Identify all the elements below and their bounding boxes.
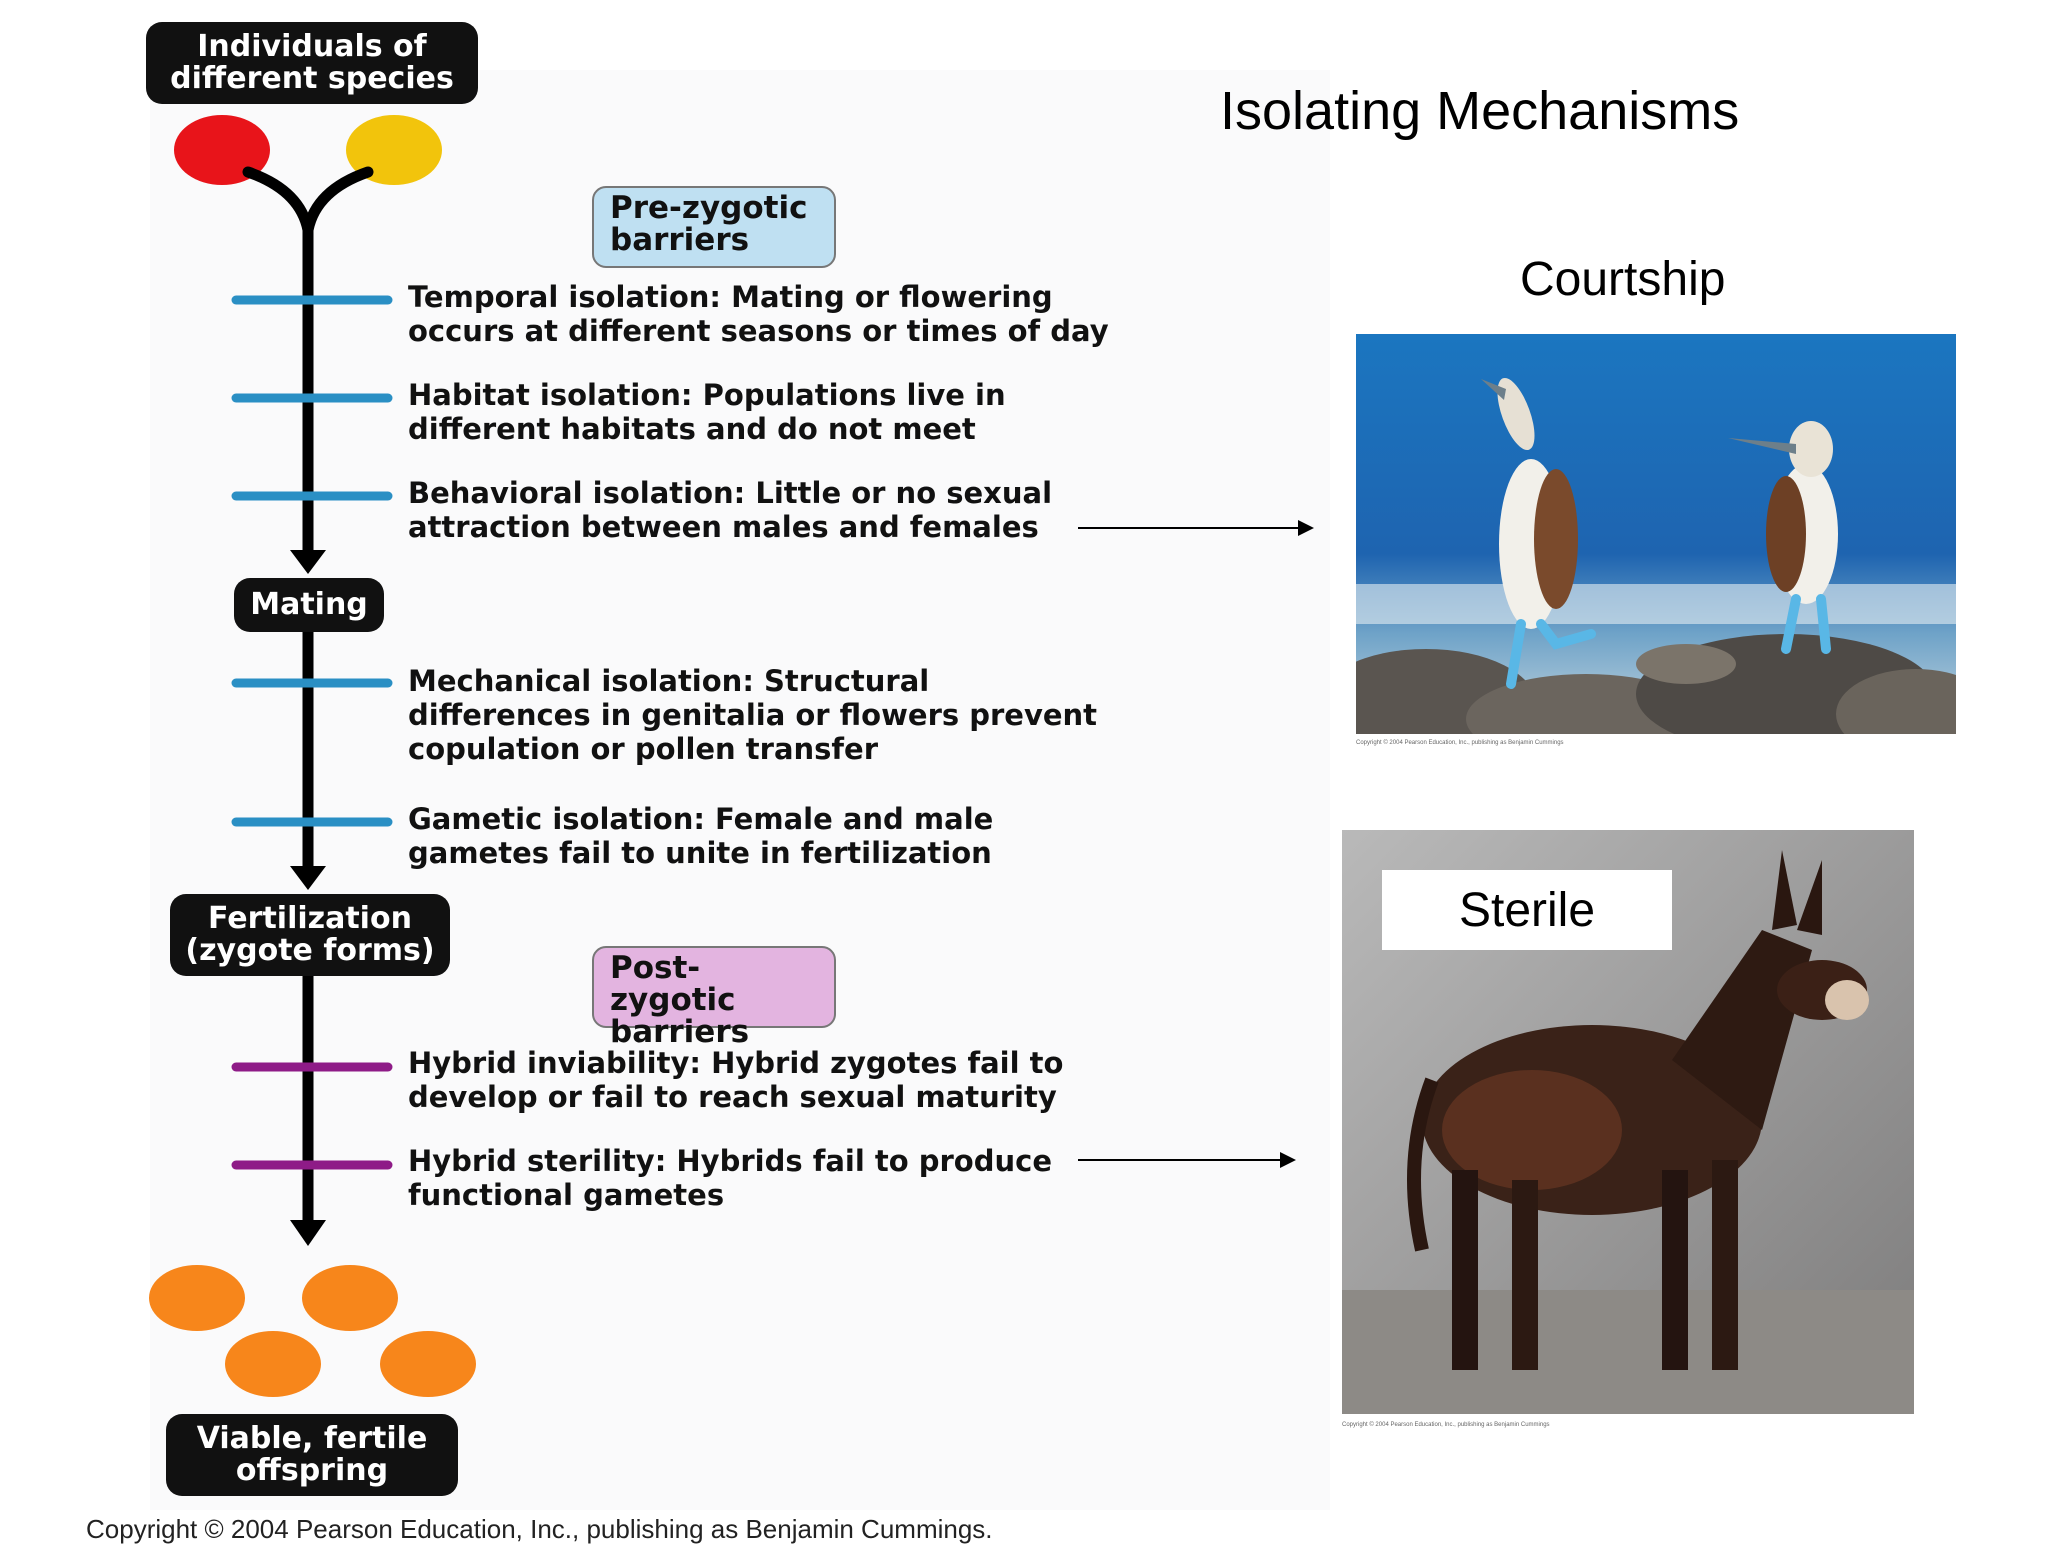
arrow-to-offspring bbox=[290, 1220, 326, 1246]
barrier-item-temporal: Temporal isolation: Mating or flowering … bbox=[408, 280, 1109, 348]
mating-label: Mating bbox=[250, 587, 368, 622]
fertilization-node: Fertilization (zygote forms) bbox=[170, 894, 450, 976]
barrier-desc: Female and male bbox=[704, 802, 994, 836]
post-zygotic-box: Post-zygotic barriers bbox=[592, 946, 836, 1048]
courtship-photo-credit: Copyright © 2004 Pearson Education, Inc.… bbox=[1356, 740, 1564, 746]
barrier-desc: Hybrid zygotes fail to bbox=[700, 1046, 1064, 1080]
barrier-item-mechanical: Mechanical isolation: Structural differe… bbox=[408, 664, 1097, 766]
barrier-item-inviability: Hybrid inviability: Hybrid zygotes fail … bbox=[408, 1046, 1063, 1114]
barrier-desc: Populations live in bbox=[692, 378, 1006, 412]
barrier-desc-line2: gametes fail to unite in fertilization bbox=[408, 836, 992, 870]
merge-connector bbox=[242, 166, 374, 236]
fertilization-line1: Fertilization bbox=[208, 901, 412, 936]
barrier-term: Hybrid sterility: bbox=[408, 1144, 667, 1178]
offspring-circle bbox=[225, 1331, 321, 1397]
barrier-term: Behavioral isolation: bbox=[408, 476, 746, 510]
offspring-circle bbox=[380, 1331, 476, 1397]
barrier-desc-line2: attraction between males and females bbox=[408, 510, 1039, 544]
post-zygotic-line1: Post-zygotic bbox=[610, 950, 736, 1018]
courtship-photo bbox=[1356, 334, 1956, 734]
barrier-desc: Little or no sexual bbox=[745, 476, 1053, 510]
end-node: Viable, fertile offspring bbox=[166, 1414, 458, 1496]
barrier-desc-line2: differences in genitalia or flowers prev… bbox=[408, 698, 1098, 732]
offspring-circle bbox=[149, 1265, 245, 1331]
barrier-term: Habitat isolation: bbox=[408, 378, 693, 412]
sterile-label-box: Sterile bbox=[1382, 870, 1672, 950]
barrier-desc: Hybrids fail to produce bbox=[666, 1144, 1052, 1178]
blue-footed-boobies-image bbox=[1356, 334, 1956, 734]
barrier-term: Hybrid inviability: bbox=[408, 1046, 701, 1080]
sterile-pointer-head bbox=[1280, 1152, 1296, 1168]
barrier-term: Mechanical isolation: bbox=[408, 664, 754, 698]
sterile-photo-credit: Copyright © 2004 Pearson Education, Inc.… bbox=[1342, 1422, 1550, 1428]
barrier-term: Gametic isolation: bbox=[408, 802, 705, 836]
arrow-to-mating bbox=[290, 550, 326, 574]
barrier-desc: Mating or flowering bbox=[721, 280, 1053, 314]
start-node-line2: different species bbox=[170, 61, 454, 96]
sterile-label: Sterile bbox=[1458, 883, 1596, 937]
barrier-item-sterility: Hybrid sterility: Hybrids fail to produc… bbox=[408, 1144, 1052, 1212]
pre-zygotic-line1: Pre-zygotic bbox=[610, 190, 808, 226]
pre-zygotic-line2: barriers bbox=[610, 222, 750, 258]
offspring-circle bbox=[302, 1265, 398, 1331]
end-node-line1: Viable, fertile bbox=[196, 1421, 428, 1456]
pre-zygotic-box: Pre-zygotic barriers bbox=[592, 186, 836, 268]
barrier-item-gametic: Gametic isolation: Female and male gamet… bbox=[408, 802, 993, 870]
courtship-label: Courtship bbox=[1520, 253, 1726, 306]
mating-node: Mating bbox=[234, 578, 384, 632]
barrier-desc-line2: occurs at different seasons or times of … bbox=[408, 314, 1109, 348]
barrier-desc-line3: copulation or pollen transfer bbox=[408, 732, 879, 766]
copyright-notice: Copyright © 2004 Pearson Education, Inc.… bbox=[86, 1514, 993, 1544]
page-title: Isolating Mechanisms bbox=[1220, 81, 1740, 141]
start-node-line1: Individuals of bbox=[197, 29, 427, 64]
barrier-item-behavioral: Behavioral isolation: Little or no sexua… bbox=[408, 476, 1052, 544]
barrier-term: Temporal isolation: bbox=[408, 280, 722, 314]
courtship-pointer-head bbox=[1298, 520, 1314, 536]
barrier-desc: Structural bbox=[753, 664, 930, 698]
barrier-desc-line2: functional gametes bbox=[408, 1178, 725, 1212]
barrier-item-habitat: Habitat isolation: Populations live in d… bbox=[408, 378, 1006, 446]
sterile-photo: Sterile bbox=[1342, 830, 1914, 1414]
barrier-desc-line2: different habitats and do not meet bbox=[408, 412, 976, 446]
start-node: Individuals of different species bbox=[146, 22, 478, 104]
fertilization-line2: (zygote forms) bbox=[185, 933, 435, 968]
end-node-line2: offspring bbox=[235, 1453, 389, 1488]
barrier-desc-line2: develop or fail to reach sexual maturity bbox=[408, 1080, 1057, 1114]
arrow-to-fertilization bbox=[290, 866, 326, 890]
mule-image bbox=[1342, 830, 1914, 1414]
post-zygotic-line2: barriers bbox=[610, 1014, 750, 1050]
